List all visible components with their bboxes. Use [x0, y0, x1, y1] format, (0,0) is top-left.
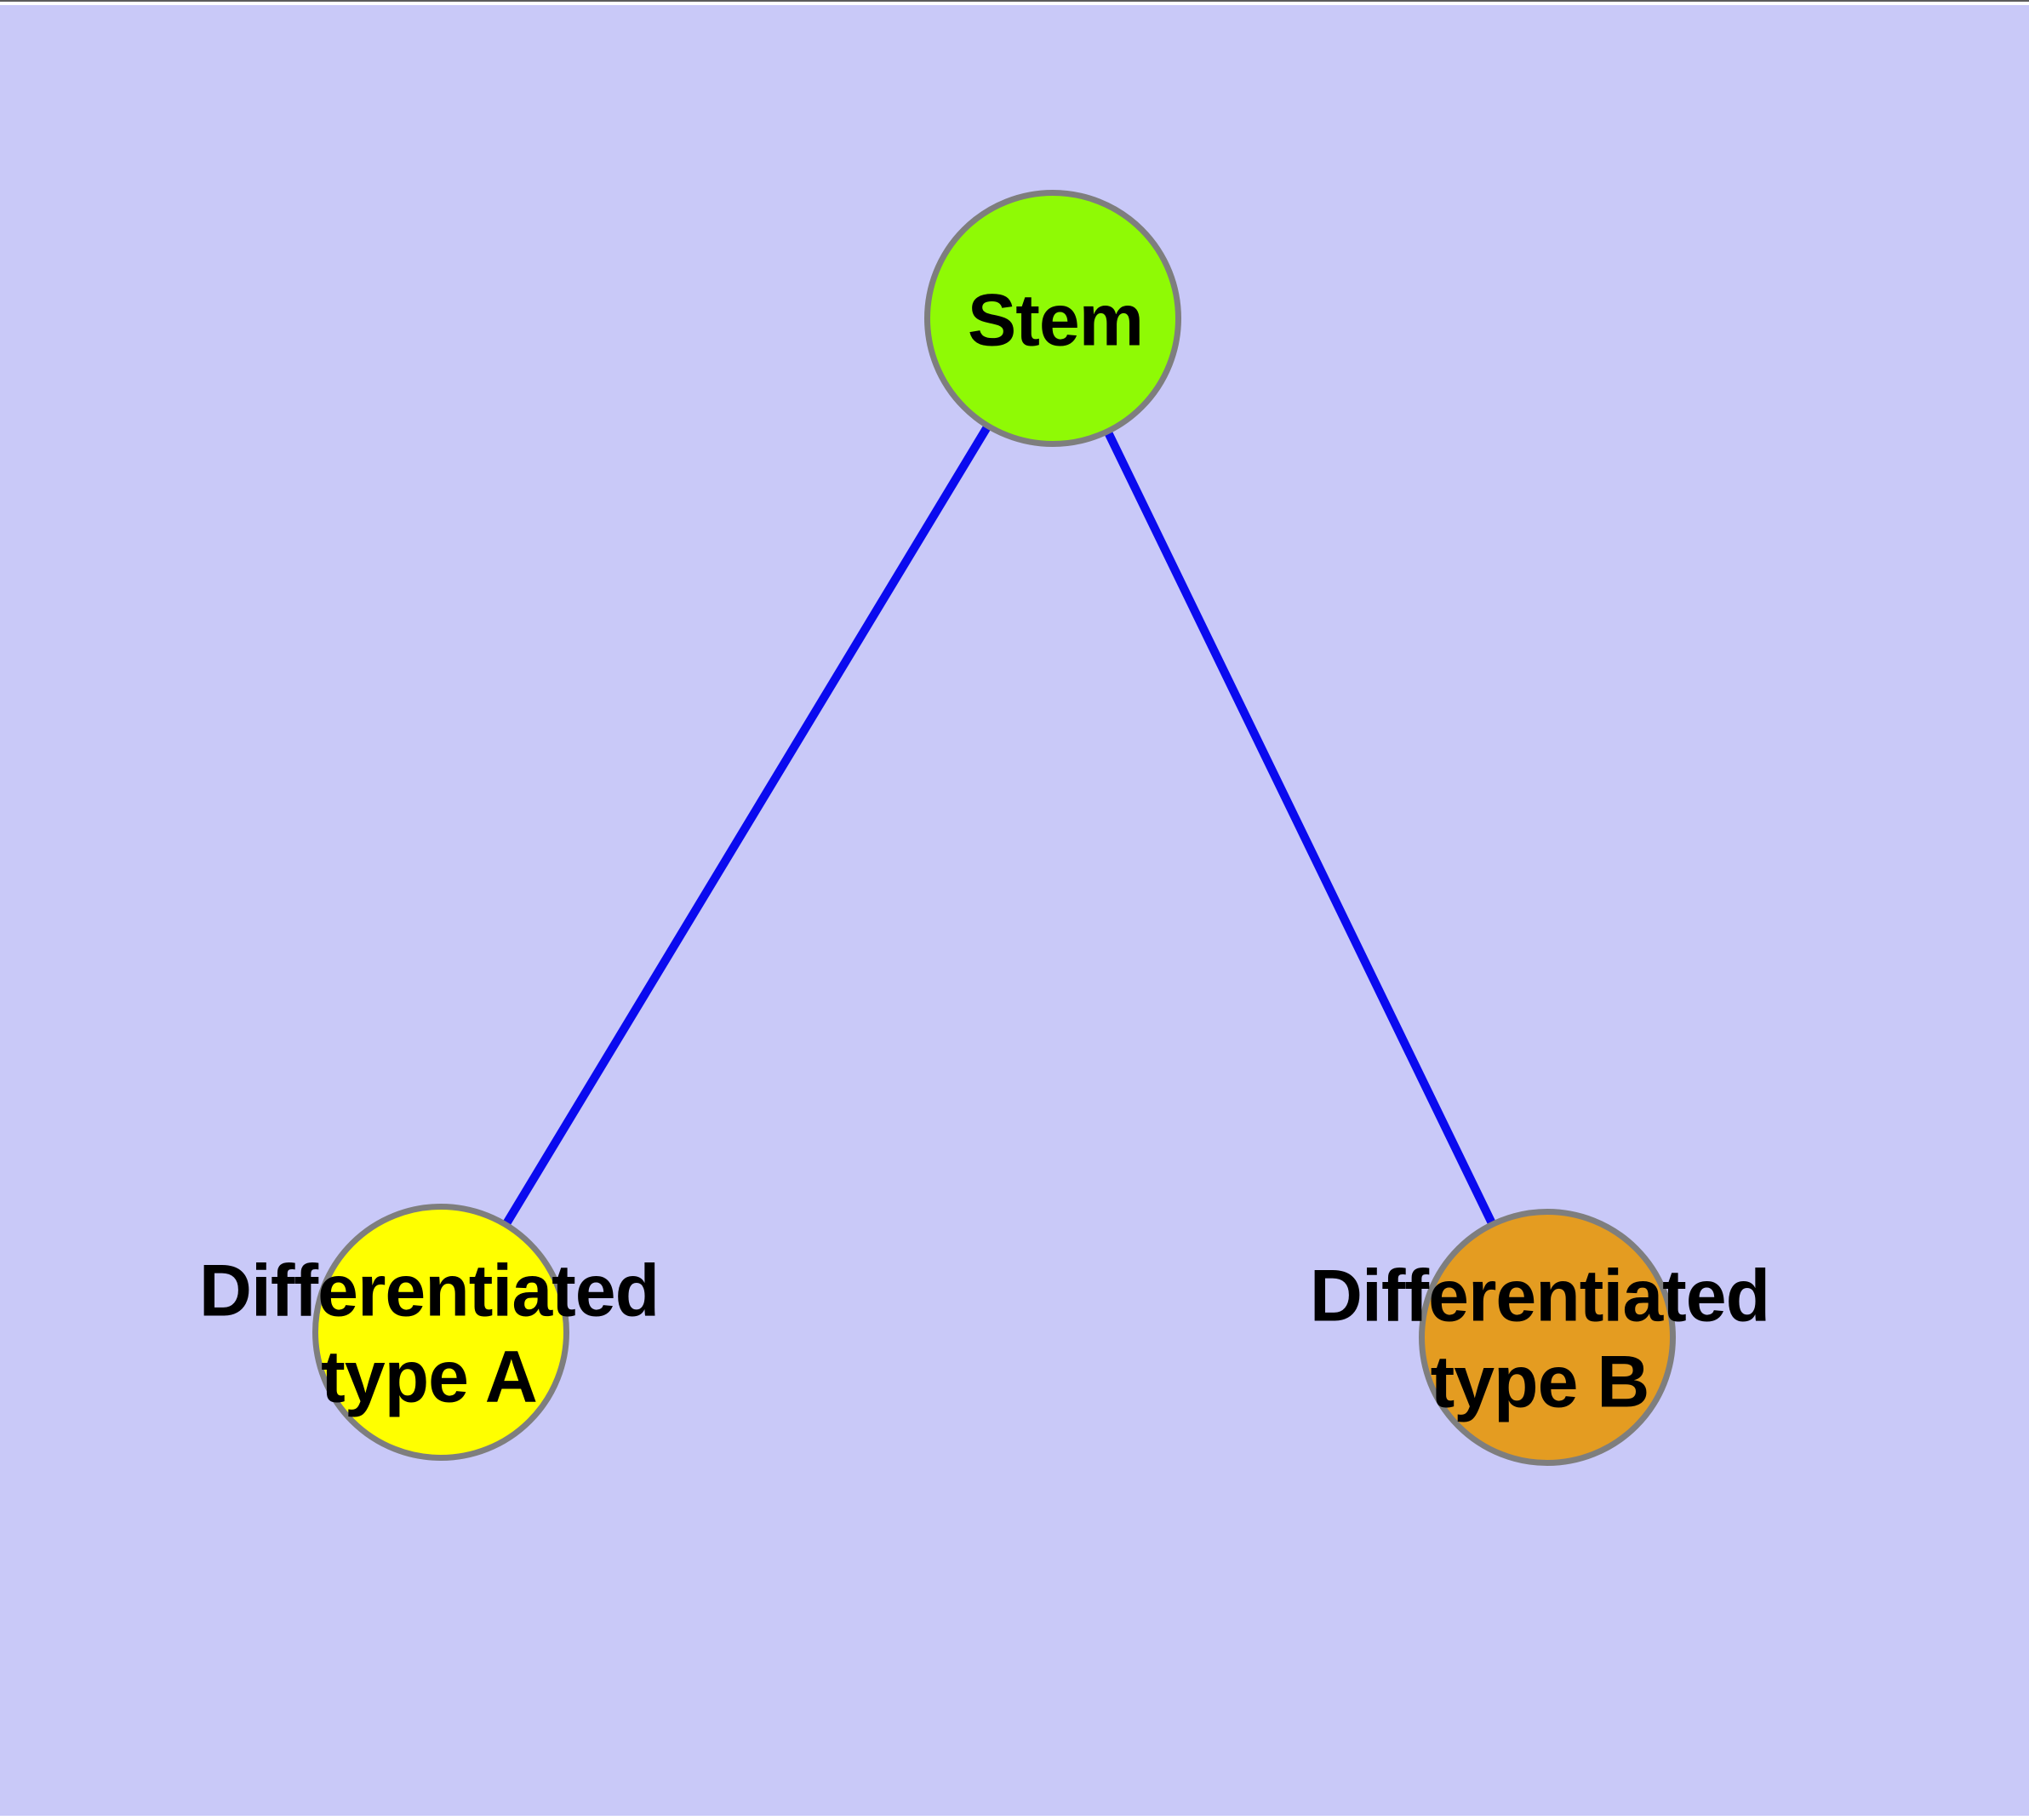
node-label-type-a-line2: type A: [321, 1336, 538, 1418]
node-label-type-a-line1: Differentiated: [198, 1250, 660, 1332]
node-label-type-b-line2: type B: [1430, 1342, 1650, 1423]
edge-stem-to-type-a: [437, 316, 1057, 1335]
page-top-margin: [0, 0, 2029, 5]
node-differentiated-type-a: [312, 1204, 569, 1461]
page-bottom-margin: [0, 1816, 2029, 1820]
node-differentiated-type-b: [1419, 1209, 1676, 1466]
node-label-stem-text: Stem: [967, 279, 1144, 362]
node-stem: [924, 190, 1181, 447]
node-label-differentiated-type-a: Differentiated type A: [198, 1249, 660, 1422]
node-label-differentiated-type-b: Differentiated type B: [1309, 1254, 1770, 1427]
edge-stem-to-type-b: [1049, 316, 1552, 1340]
node-label-type-b-line1: Differentiated: [1309, 1255, 1770, 1337]
node-label-stem: Stem: [967, 278, 1144, 363]
